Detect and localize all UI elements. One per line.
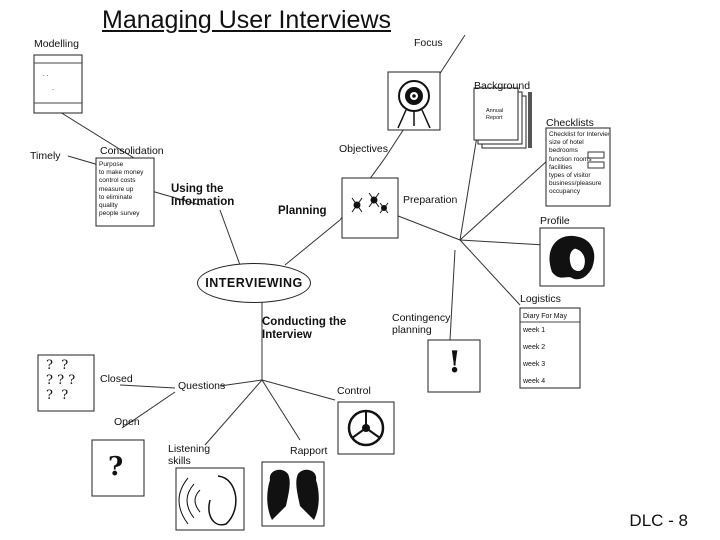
list-item: business/pleasure	[549, 180, 602, 188]
objectives-picture	[341, 177, 399, 239]
checklist-box	[545, 127, 611, 207]
list-item: people survey	[99, 210, 140, 218]
label-questions: Questions	[178, 380, 226, 392]
question-marks-icon: ? ? ? ? ? ? ?	[46, 358, 76, 403]
list-item: measure up	[99, 185, 134, 193]
contingency-box	[427, 339, 481, 393]
list-item: to make money	[99, 169, 144, 177]
diary-week: week 3	[523, 361, 546, 368]
list-item: bedrooms	[549, 147, 578, 155]
list-item: Purpose	[99, 161, 124, 168]
label-preparation: Preparation	[403, 194, 458, 206]
label-control: Control	[337, 385, 371, 397]
list-item: to eliminate	[99, 193, 133, 201]
interviewing-hub: INTERVIEWING	[197, 263, 311, 303]
list-item: types of visitor	[549, 172, 591, 180]
branch-conducting-interview: Conducting the Interview	[262, 316, 347, 342]
label-consolidation: Consolidation	[100, 145, 164, 157]
diary-week: week 4	[523, 378, 546, 385]
logistics-diary: Diary For May week 1 week 2 week 3 week …	[523, 312, 567, 390]
list-item: control costs	[99, 177, 136, 185]
listening-ear-icon	[175, 467, 245, 531]
consolidation-list-box	[95, 157, 155, 227]
svg-text:· ·: · ·	[42, 72, 49, 80]
diary-week: week 2	[523, 344, 546, 351]
branch-using-information: Using the Information	[171, 183, 235, 209]
question-mark-icon: ?	[108, 452, 124, 482]
label-listening-skills: Listening skills	[168, 443, 211, 468]
profile-face-icon	[539, 227, 605, 287]
list-item: quality	[99, 202, 118, 210]
closed-questions-box	[37, 354, 95, 412]
slide-number: DLC - 8	[629, 511, 688, 530]
background-report-icon	[473, 87, 532, 149]
label-focus: Focus	[414, 37, 443, 49]
label-background: Background	[474, 80, 531, 92]
open-question-box	[91, 439, 145, 497]
label-logistics: Logistics	[520, 293, 561, 305]
list-item: facilities	[549, 163, 573, 171]
logistics-diary-box	[519, 307, 581, 389]
exclamation-icon: !	[448, 345, 462, 380]
checklist-list: Checklist for Interview size of hotel be…	[549, 131, 609, 197]
diary-week: week 1	[523, 327, 546, 334]
diary-heading: Diary For May	[523, 313, 567, 320]
label-profile: Profile	[540, 215, 570, 227]
label-open: Open	[114, 416, 140, 428]
label-objectives: Objectives	[339, 143, 389, 155]
label-checklists: Checklists	[546, 117, 594, 129]
label-timely: Timely	[30, 150, 61, 162]
svg-text:·: ·	[52, 86, 54, 94]
page-title: Managing User Interviews	[102, 6, 392, 34]
label-contingency-planning: Contingency planning	[392, 312, 451, 337]
list-item: size of hotel	[549, 139, 584, 147]
control-wheel-icon	[337, 401, 395, 455]
focus-target-icon	[387, 71, 441, 131]
list-item: Checklist for Interview	[549, 131, 609, 138]
label-modelling: Modelling	[34, 38, 79, 50]
modelling-picture: · · ·	[33, 54, 83, 114]
consolidation-list: Purpose to make money control costs meas…	[99, 161, 153, 218]
label-closed: Closed	[100, 373, 133, 385]
list-item: occupancy	[549, 188, 581, 196]
branch-planning: Planning	[278, 205, 327, 217]
list-item: function rooms	[549, 155, 592, 163]
rapport-faces-icon	[261, 461, 325, 527]
annual-report-doc: Annual Report	[486, 108, 504, 121]
label-rapport: Rapport	[290, 445, 328, 457]
